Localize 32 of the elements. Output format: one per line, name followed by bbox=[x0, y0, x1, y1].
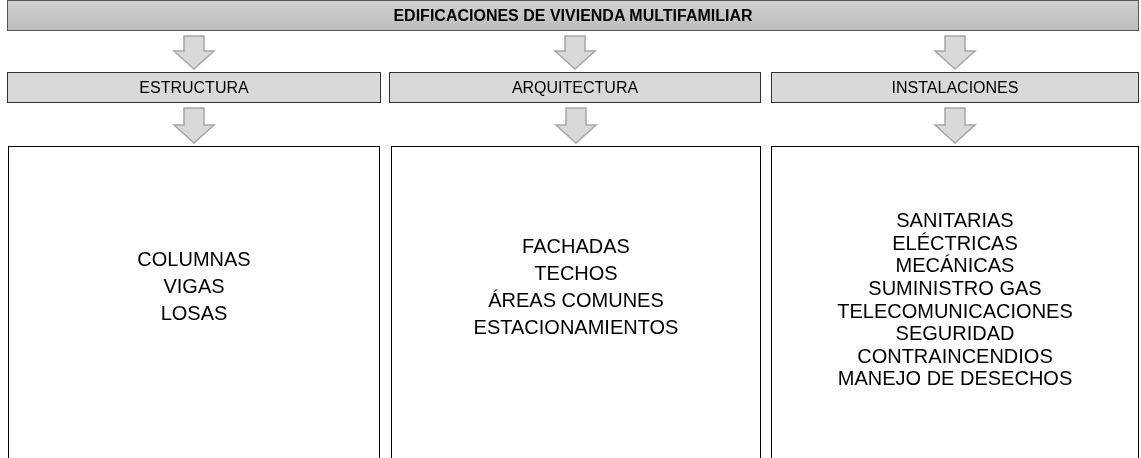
block-arrow bbox=[554, 107, 598, 144]
list-item: TECHOS bbox=[534, 260, 618, 286]
box-label: INSTALACIONES bbox=[891, 78, 1019, 97]
list-item: MANEJO DE DESECHOS bbox=[837, 367, 1073, 390]
block-arrow bbox=[172, 35, 216, 70]
list-item: FACHADAS bbox=[522, 233, 630, 259]
block-arrow bbox=[553, 35, 597, 70]
list-item: SANITARIAS bbox=[896, 209, 1014, 232]
list-item: MECÁNICAS bbox=[895, 254, 1015, 277]
list-box bbox=[391, 146, 761, 458]
list-item: ELÉCTRICAS bbox=[892, 231, 1018, 254]
list-box bbox=[8, 146, 380, 458]
list-item: COLUMNAS bbox=[137, 247, 251, 272]
box-label: ARQUITECTURA bbox=[511, 78, 639, 97]
category-box bbox=[389, 72, 761, 103]
list-item: ESTACIONAMIENTOS bbox=[473, 314, 679, 340]
list-item: TELECOMUNICACIONES bbox=[837, 299, 1073, 323]
list-item: ÁREAS COMUNES bbox=[488, 287, 664, 313]
block-arrow bbox=[933, 107, 977, 144]
box-label: ESTRUCTURA bbox=[139, 78, 249, 97]
block-arrow bbox=[172, 107, 216, 144]
block-arrow bbox=[933, 35, 977, 70]
list-box bbox=[771, 146, 1139, 458]
list-item: SEGURIDAD bbox=[895, 322, 1015, 345]
category-box bbox=[771, 72, 1139, 103]
list-item: LOSAS bbox=[160, 301, 228, 326]
list-item: CONTRAINCENDIOS bbox=[857, 344, 1053, 368]
category-box bbox=[7, 72, 381, 103]
box-label: EDIFICACIONES DE VIVIENDA MULTIFAMILIAR bbox=[393, 6, 753, 25]
list-item: VIGAS bbox=[163, 274, 225, 299]
title-bar bbox=[7, 0, 1139, 31]
list-item: SUMINISTRO GAS bbox=[868, 276, 1042, 300]
